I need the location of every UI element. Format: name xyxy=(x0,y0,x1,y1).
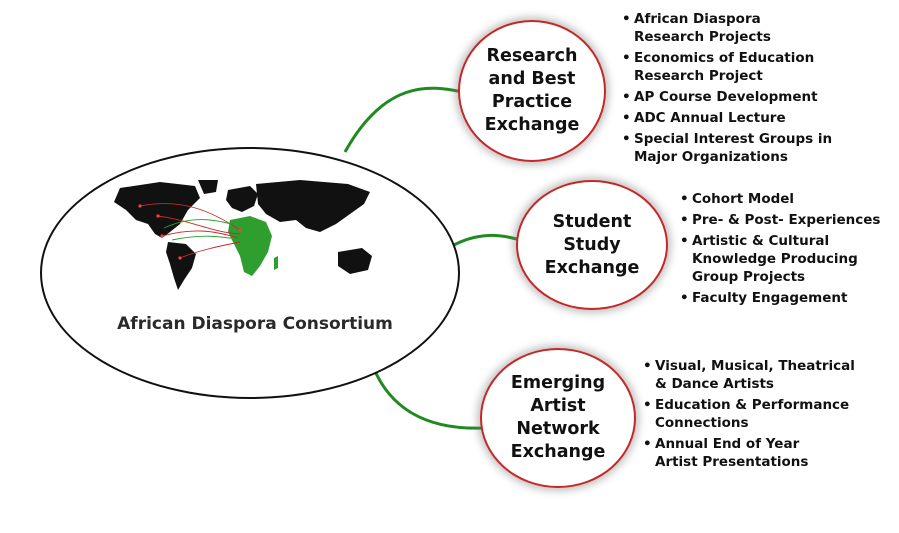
list-item: African Diaspora Research Projects xyxy=(622,10,892,46)
list-item: Faculty Engagement xyxy=(680,289,895,307)
world-map-image xyxy=(114,180,372,290)
research-exchange-label: Research and Best Practice Exchange xyxy=(484,46,580,135)
list-item: AP Course Development xyxy=(622,88,892,106)
list-item: Special Interest Groups in Major Organiz… xyxy=(622,130,892,166)
map-madagascar xyxy=(274,256,278,270)
student-exchange-node: Student Study Exchange xyxy=(516,180,668,310)
map-greenland xyxy=(198,180,218,194)
list-item: Annual End of Year Artist Presentations xyxy=(643,435,893,471)
map-australia xyxy=(338,248,372,274)
student-exchange-label: Student Study Exchange xyxy=(544,211,640,278)
list-item: Cohort Model xyxy=(680,190,895,208)
list-item: ADC Annual Lecture xyxy=(622,109,892,127)
artist-network-list: Visual, Musical, Theatrical & Dance Arti… xyxy=(643,357,893,474)
hub-title: African Diaspora Consortium xyxy=(117,314,393,334)
map-north-america xyxy=(114,182,200,238)
student-exchange-list: Cohort Model Pre- & Post- Experiences Ar… xyxy=(680,190,895,310)
list-item: Artistic & Cultural Knowledge Producing … xyxy=(680,232,895,286)
map-europe xyxy=(226,186,258,212)
connector-student xyxy=(451,233,521,248)
map-green-links xyxy=(163,219,246,241)
connector-research xyxy=(343,86,463,153)
map-asia xyxy=(256,180,370,232)
list-item: Economics of Education Research Project xyxy=(622,49,892,85)
list-item: Education & Performance Connections xyxy=(643,396,893,432)
research-exchange-node: Research and Best Practice Exchange xyxy=(458,20,606,162)
list-item: Visual, Musical, Theatrical & Dance Arti… xyxy=(643,357,893,393)
map-south-america xyxy=(166,242,196,290)
list-item: Pre- & Post- Experiences xyxy=(680,211,895,229)
map-city-dots xyxy=(138,204,242,260)
artist-network-node: Emerging Artist Network Exchange xyxy=(480,348,636,488)
artist-network-label: Emerging Artist Network Exchange xyxy=(510,373,606,462)
research-exchange-list: African Diaspora Research Projects Econo… xyxy=(622,10,892,169)
